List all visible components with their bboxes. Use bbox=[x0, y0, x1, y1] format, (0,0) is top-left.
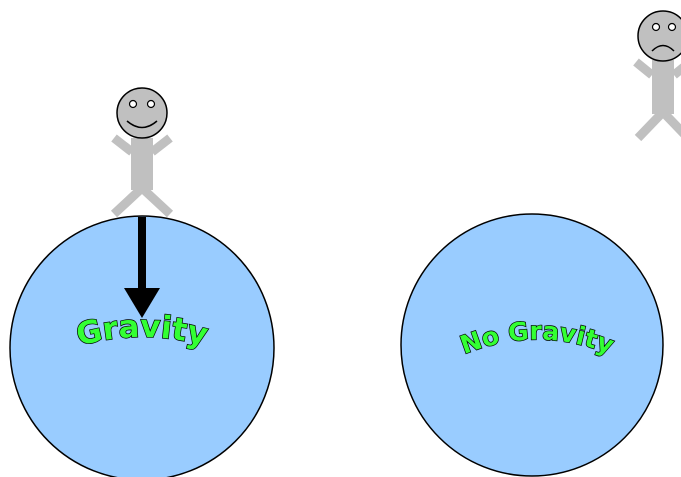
person-legs bbox=[114, 188, 170, 214]
person-head bbox=[117, 88, 167, 138]
person-legs bbox=[638, 112, 681, 138]
person-head bbox=[638, 11, 681, 61]
person-body bbox=[652, 60, 674, 114]
person-eye-left bbox=[653, 24, 660, 31]
person-body bbox=[131, 138, 153, 190]
person-eye-right bbox=[669, 24, 676, 31]
smiling-person bbox=[114, 88, 170, 214]
person-eye-right bbox=[148, 101, 155, 108]
person-eye-left bbox=[130, 101, 137, 108]
frowning-person bbox=[636, 11, 681, 138]
